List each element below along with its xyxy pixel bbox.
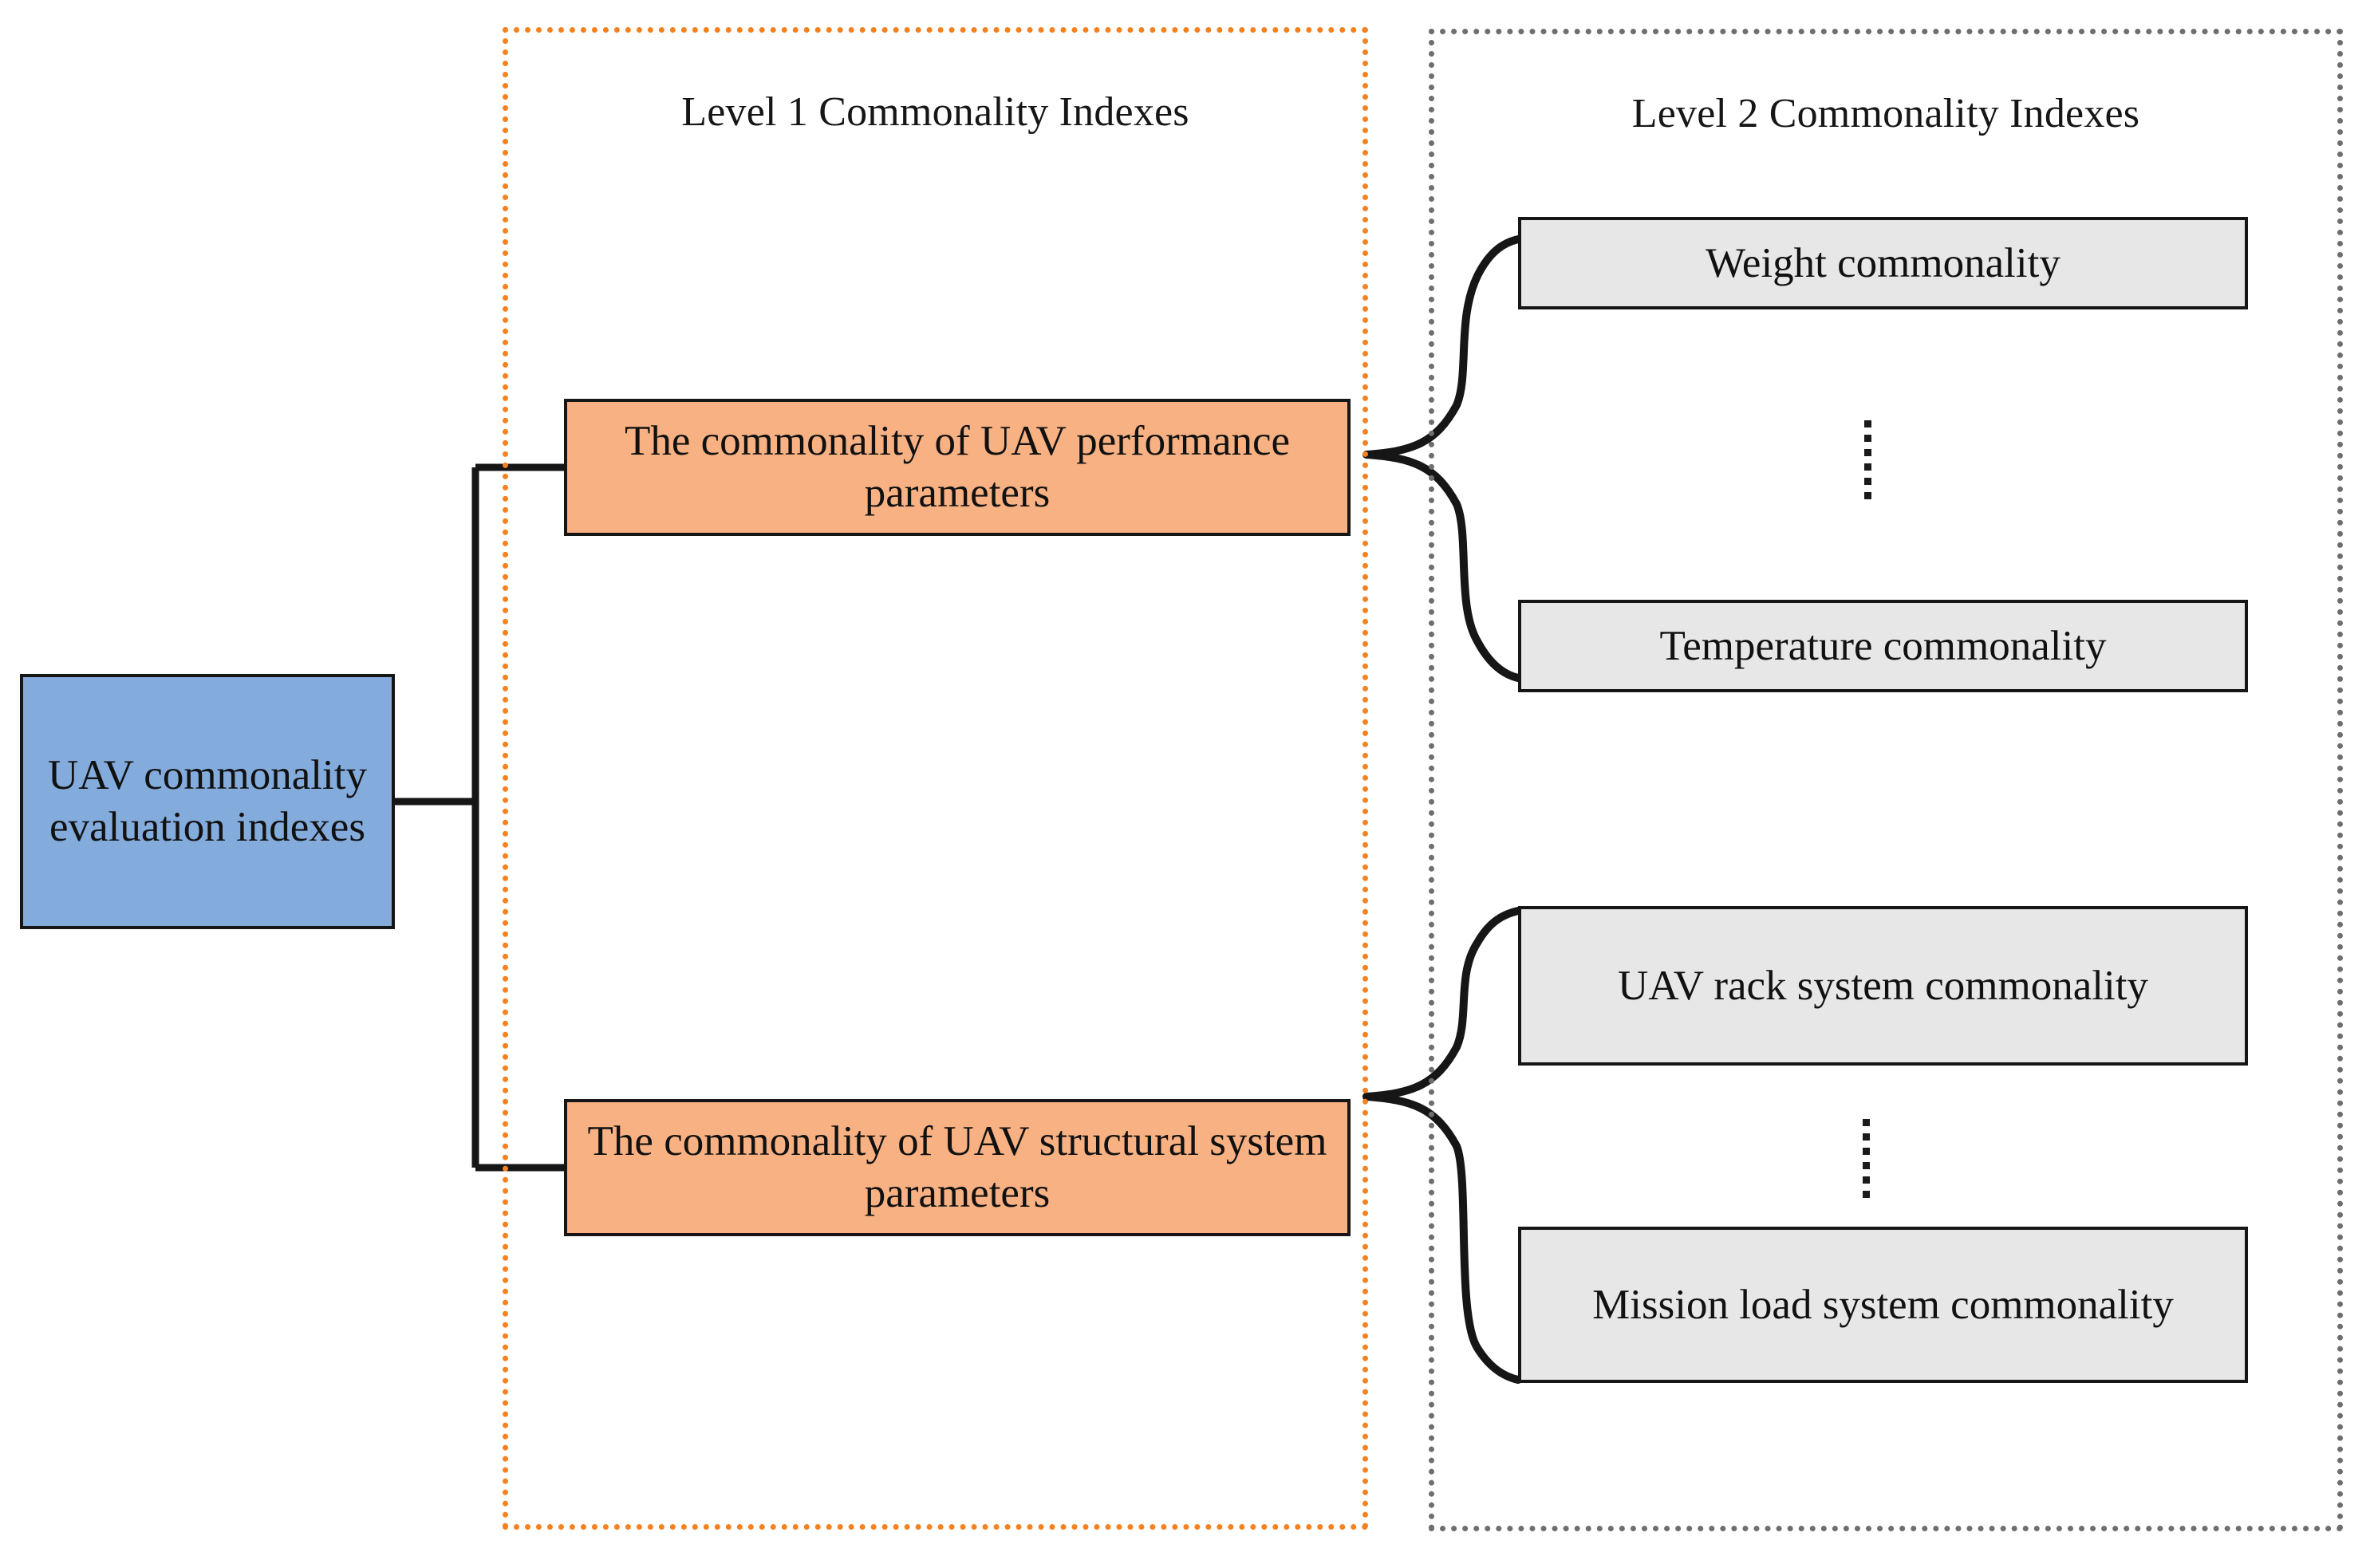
node-level2-weight-commonality[interactable]: Weight commonality	[1518, 217, 2248, 309]
brace-structural-lower	[1362, 1093, 1522, 1384]
level2-group-frame: Level 2 Commonality Indexes	[1429, 29, 2343, 1531]
brace-performance-lower	[1362, 451, 1522, 682]
node-level2-uav-rack-system-commonality[interactable]: UAV rack system commonality	[1518, 906, 2248, 1066]
vertical-ellipsis-icon-structural	[1857, 1119, 1875, 1198]
node-level1-performance-parameters[interactable]: The commonality of UAV performance param…	[564, 399, 1351, 536]
level1-group-frame: Level 1 Commonality Indexes	[503, 27, 1368, 1530]
vertical-ellipsis-icon-performance	[1859, 420, 1876, 499]
level1-group-title: Level 1 Commonality Indexes	[681, 89, 1189, 135]
level2-group-title: Level 2 Commonality Indexes	[1631, 91, 2140, 136]
brace-performance-upper	[1362, 235, 1522, 459]
node-root-uav-commonality-evaluation-indexes[interactable]: UAV commonality evaluation indexes	[20, 674, 395, 929]
node-level1-structural-system-parameters[interactable]: The commonality of UAV structural system…	[564, 1099, 1351, 1236]
node-level2-mission-load-system-commonality[interactable]: Mission load system commonality	[1518, 1227, 2248, 1383]
node-level2-temperature-commonality[interactable]: Temperature commonality	[1518, 600, 2248, 692]
brace-structural-upper	[1362, 907, 1522, 1101]
